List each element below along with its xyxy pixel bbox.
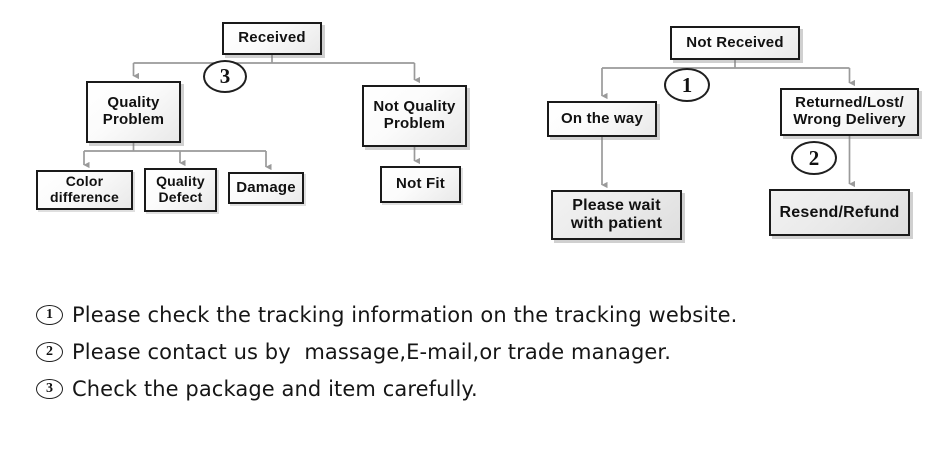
legend-number-1-icon: 1 <box>36 304 63 325</box>
node-color-difference[interactable]: Color difference <box>36 170 133 210</box>
legend-item-2: 2 Please contact us by massage,E-mail,or… <box>36 333 936 370</box>
node-not-fit[interactable]: Not Fit <box>380 166 461 203</box>
legend-number-3-icon: 3 <box>36 378 63 399</box>
node-not-received[interactable]: Not Received <box>670 26 800 60</box>
legend-list: 1 Please check the tracking information … <box>36 296 936 407</box>
legend-text-2: Please contact us by massage,E-mail,or t… <box>72 339 671 364</box>
legend-text-3: Check the package and item carefully. <box>72 376 478 401</box>
legend-number-2-icon: 2 <box>36 341 63 362</box>
node-on-the-way[interactable]: On the way <box>547 101 657 137</box>
legend-item-1: 1 Please check the tracking information … <box>36 296 936 333</box>
legend-item-3: 3 Check the package and item carefully. <box>36 370 936 407</box>
step-marker-3: 3 <box>203 60 247 93</box>
node-quality-defect[interactable]: Quality Defect <box>144 168 217 212</box>
node-not-quality-problem[interactable]: Not Quality Problem <box>362 85 467 147</box>
node-please-wait-with-patient[interactable]: Please wait with patient <box>551 190 682 240</box>
step-marker-1: 1 <box>664 68 710 102</box>
node-received[interactable]: Received <box>222 22 322 55</box>
node-resend-refund[interactable]: Resend/Refund <box>769 189 910 236</box>
legend-text-1: Please check the tracking information on… <box>72 302 738 327</box>
step-marker-2: 2 <box>791 141 837 175</box>
node-returned-lost-wrong-delivery[interactable]: Returned/Lost/ Wrong Delivery <box>780 88 919 136</box>
node-quality-problem[interactable]: Quality Problem <box>86 81 181 143</box>
node-damage[interactable]: Damage <box>228 172 304 204</box>
